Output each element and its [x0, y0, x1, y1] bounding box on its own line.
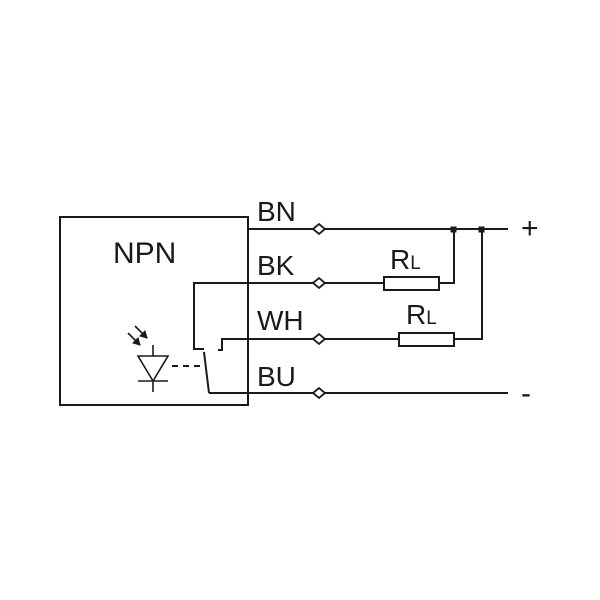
terminal-wh	[311, 332, 327, 346]
load-resistor-wh	[398, 332, 455, 347]
wire-bk-return	[439, 229, 455, 284]
sensor-housing	[59, 216, 249, 406]
terminal-bn	[311, 222, 327, 236]
terminal-bk	[311, 276, 327, 290]
photodiode-icon	[127, 325, 170, 392]
wire-wh-return	[454, 229, 483, 340]
output-switch	[193, 282, 248, 394]
supply-positive-label: +	[521, 212, 539, 245]
terminal-bu	[311, 386, 327, 400]
terminal-label-bn: BN	[257, 196, 296, 227]
load-resistor-bk	[383, 276, 440, 291]
load-label-wh: RL	[406, 299, 437, 330]
sensor-type-label: NPN	[113, 237, 176, 270]
terminal-label-bk: BK	[257, 250, 295, 281]
supply-negative-label: -	[521, 377, 531, 410]
terminal-label-wh: WH	[257, 305, 304, 336]
terminal-label-bu: BU	[257, 361, 296, 392]
load-label-bk: RL	[390, 244, 421, 275]
